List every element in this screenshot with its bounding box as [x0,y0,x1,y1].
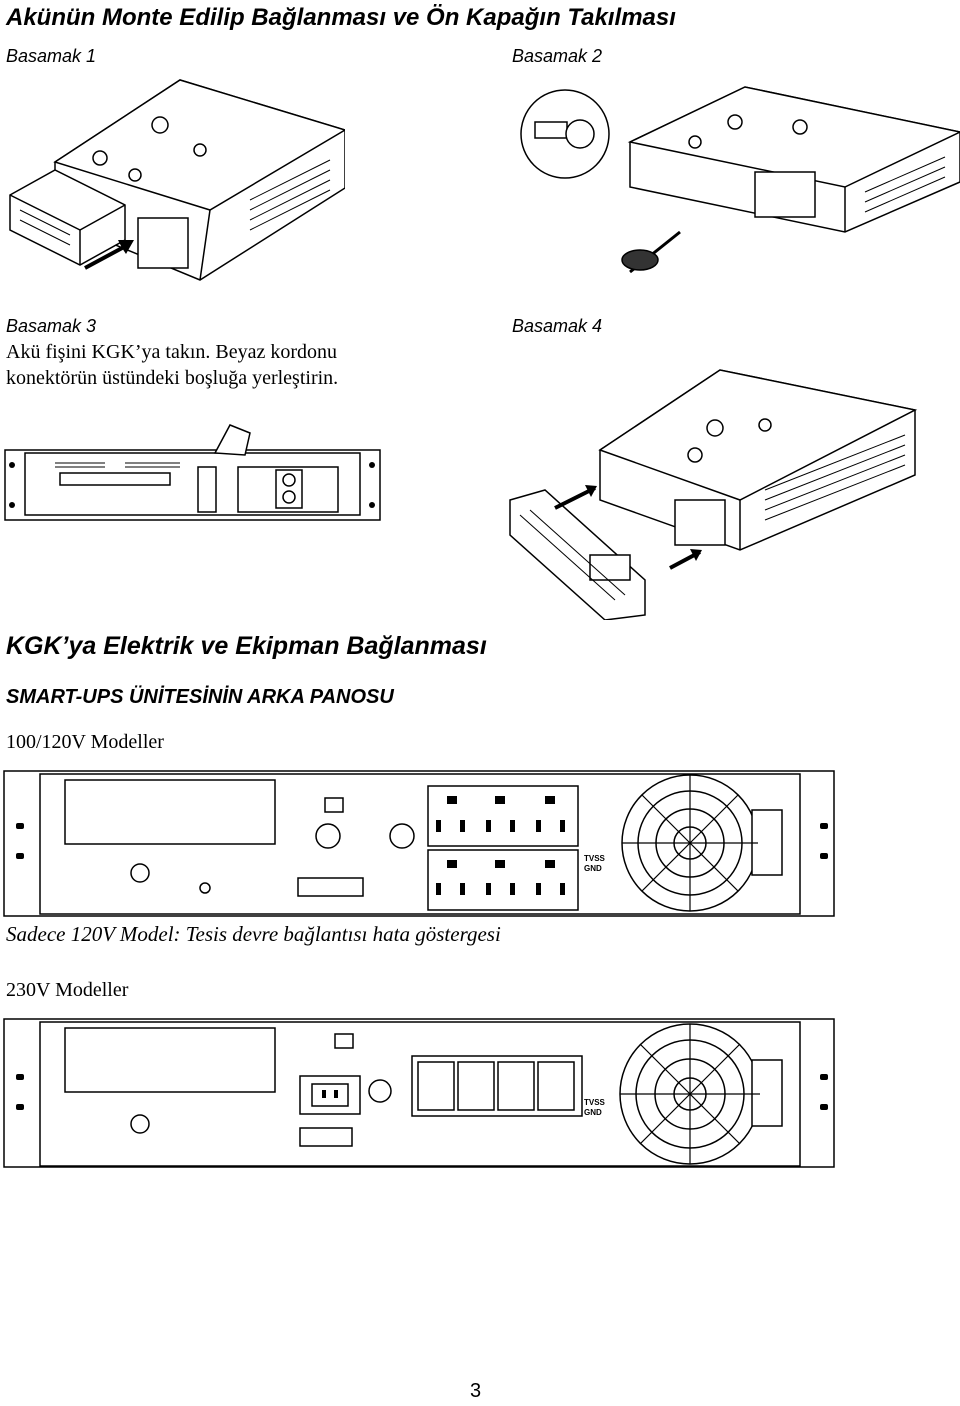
gnd-label-120v: GND [584,864,602,873]
step-1-label: Basamak 1 [6,46,97,66]
step-4-illustration [505,340,960,620]
step-1-illustration [0,70,345,295]
step-2-label: Basamak 2 [512,46,603,66]
step-3-label: Basamak 3 [6,316,97,336]
section-title: KGK’ya Elektrik ve Ekipman Bağlanması [6,632,487,660]
page-title: Akünün Monte Edilip Bağlanması ve Ön Kap… [6,4,676,31]
page-number: 3 [470,1380,482,1402]
step-2-illustration [505,72,960,302]
section-subtitle: SMART-UPS ÜNİTESİNİN ARKA PANOSU [6,686,394,708]
tvss-label-120v: TVSS [584,854,605,863]
tvss-label-230v: TVSS [584,1098,605,1107]
step-4-label: Basamak 4 [512,316,603,336]
models-230v-heading: 230V Modeller [6,979,129,1001]
step-3-text-line-2: konektörün üstündeki boşluğa yerleştirin… [6,367,339,389]
rear-panel-120v [0,768,840,920]
caption-120v: Sadece 120V Model: Tesis devre bağlantıs… [6,922,501,946]
step-3-illustration [0,415,385,525]
step-3-text-line-1: Akü fişini KGK’ya takın. Beyaz kordonu [6,341,338,363]
rear-panel-230v [0,1016,840,1174]
gnd-label-230v: GND [584,1108,602,1117]
models-120v-heading: 100/120V Modeller [6,731,164,753]
